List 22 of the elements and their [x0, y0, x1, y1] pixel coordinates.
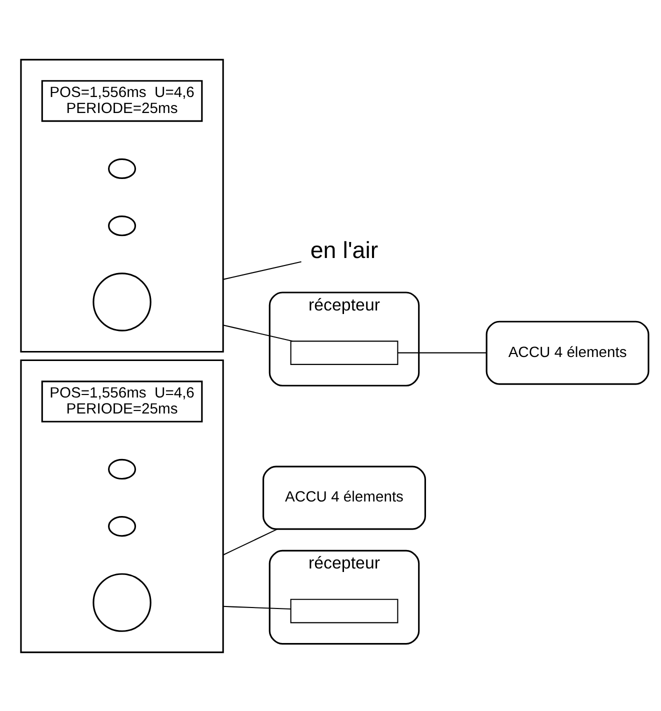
- node-box: [290, 598, 398, 623]
- node-circle: [108, 158, 136, 179]
- node-box: POS=1,556ms U=4,6 PERIODE=25ms: [41, 80, 203, 122]
- node-box: ACCU 4 élements: [486, 320, 650, 384]
- cluster: récepteur: [268, 549, 420, 644]
- node-circle: [108, 458, 136, 480]
- connector: [398, 352, 486, 353]
- node-circle: [108, 516, 136, 536]
- connector: [222, 528, 278, 555]
- cluster: [20, 58, 224, 352]
- cluster: récepteur: [268, 291, 420, 386]
- node-box: [290, 340, 398, 364]
- cluster: [20, 358, 224, 653]
- node-text: en l'air: [310, 236, 378, 263]
- connector: [223, 605, 291, 610]
- node-circle: [108, 215, 136, 236]
- connector: [222, 260, 302, 280]
- connector: [222, 324, 293, 342]
- node-circle: [92, 272, 152, 331]
- node-box: POS=1,556ms U=4,6 PERIODE=25ms: [41, 380, 203, 422]
- node-box: ACCU 4 élements: [262, 465, 426, 530]
- node-circle: [92, 572, 152, 632]
